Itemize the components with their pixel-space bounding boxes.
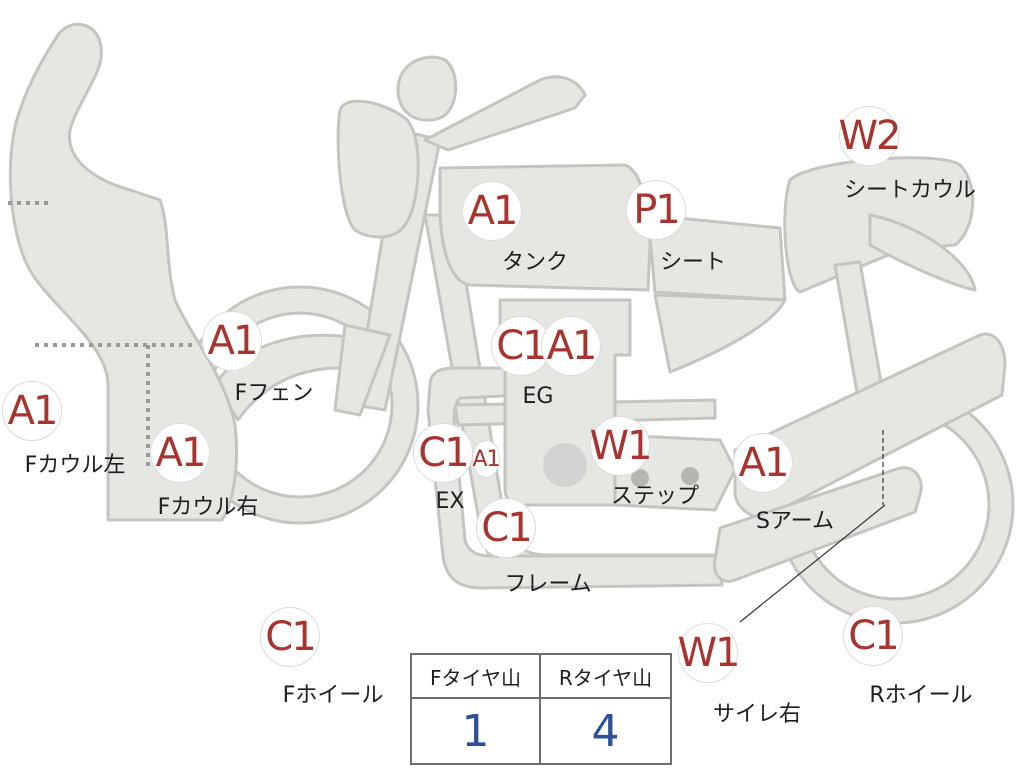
- part-label-frame: フレーム: [504, 572, 592, 597]
- swing-arm-shape: [733, 332, 1007, 519]
- grade-badge-seat: P1: [626, 180, 686, 240]
- handlebar-shape: [423, 75, 587, 152]
- side-panel-shape: [653, 293, 787, 374]
- grade-badge-seat-cowl: W2: [839, 106, 902, 166]
- grade-badge-step: W1: [590, 416, 653, 476]
- front-cowl-shape: [8, 22, 239, 522]
- part-label-seat-cowl: シートカウル: [843, 178, 977, 203]
- front-tire-header: Fタイヤ山: [412, 655, 541, 699]
- grade-badge-eg-a: A1: [541, 316, 601, 376]
- muffler-leader-line: [739, 504, 886, 623]
- tire-tread-table: Fタイヤ山 Rタイヤ山 1 4: [410, 653, 672, 765]
- part-label-f-fender: Fフェン: [234, 381, 314, 406]
- grade-badge-s-arm: A1: [733, 433, 793, 493]
- grade-badge-f-cowl-left: A1: [2, 381, 62, 441]
- part-label-seat: シート: [659, 250, 727, 275]
- grade-badge-tank: A1: [462, 181, 522, 241]
- grade-badge-f-fender: A1: [202, 311, 262, 371]
- part-label-step: ステップ: [610, 484, 700, 509]
- headlight-shape: [336, 99, 420, 239]
- rear-tire-header: Rタイヤ山: [541, 655, 670, 699]
- muffler-shape: [712, 466, 923, 583]
- part-label-tank: タンク: [501, 250, 569, 275]
- grade-badge-frame: C1: [476, 498, 536, 558]
- grade-badge-r-wheel: C1: [843, 606, 903, 666]
- grade-badge-ex-c: C1: [413, 423, 473, 483]
- part-label-f-cowl-right: Fカウル右: [157, 495, 259, 520]
- part-label-ex: EX: [435, 489, 465, 514]
- grade-badge-ex-a: A1: [472, 440, 501, 478]
- mirror-shape: [396, 55, 458, 122]
- grade-badge-muffler-right: W1: [678, 623, 741, 683]
- part-label-f-wheel: Fホイール: [282, 683, 384, 708]
- grade-badge-eg-c: C1: [491, 316, 551, 376]
- part-label-f-cowl-left: Fカウル左: [24, 453, 126, 478]
- part-label-r-wheel: Rホイール: [869, 683, 973, 708]
- front-tire-value: 1: [412, 699, 541, 763]
- part-label-eg: EG: [522, 384, 554, 409]
- part-label-s-arm: Sアーム: [756, 509, 834, 534]
- exhaust-shape: [426, 366, 724, 590]
- grade-badge-f-cowl-right: A1: [150, 423, 210, 483]
- grade-badge-f-wheel: C1: [260, 607, 320, 667]
- part-label-muffler-right: サイレ右: [712, 702, 802, 727]
- rear-tire-value: 4: [591, 705, 620, 757]
